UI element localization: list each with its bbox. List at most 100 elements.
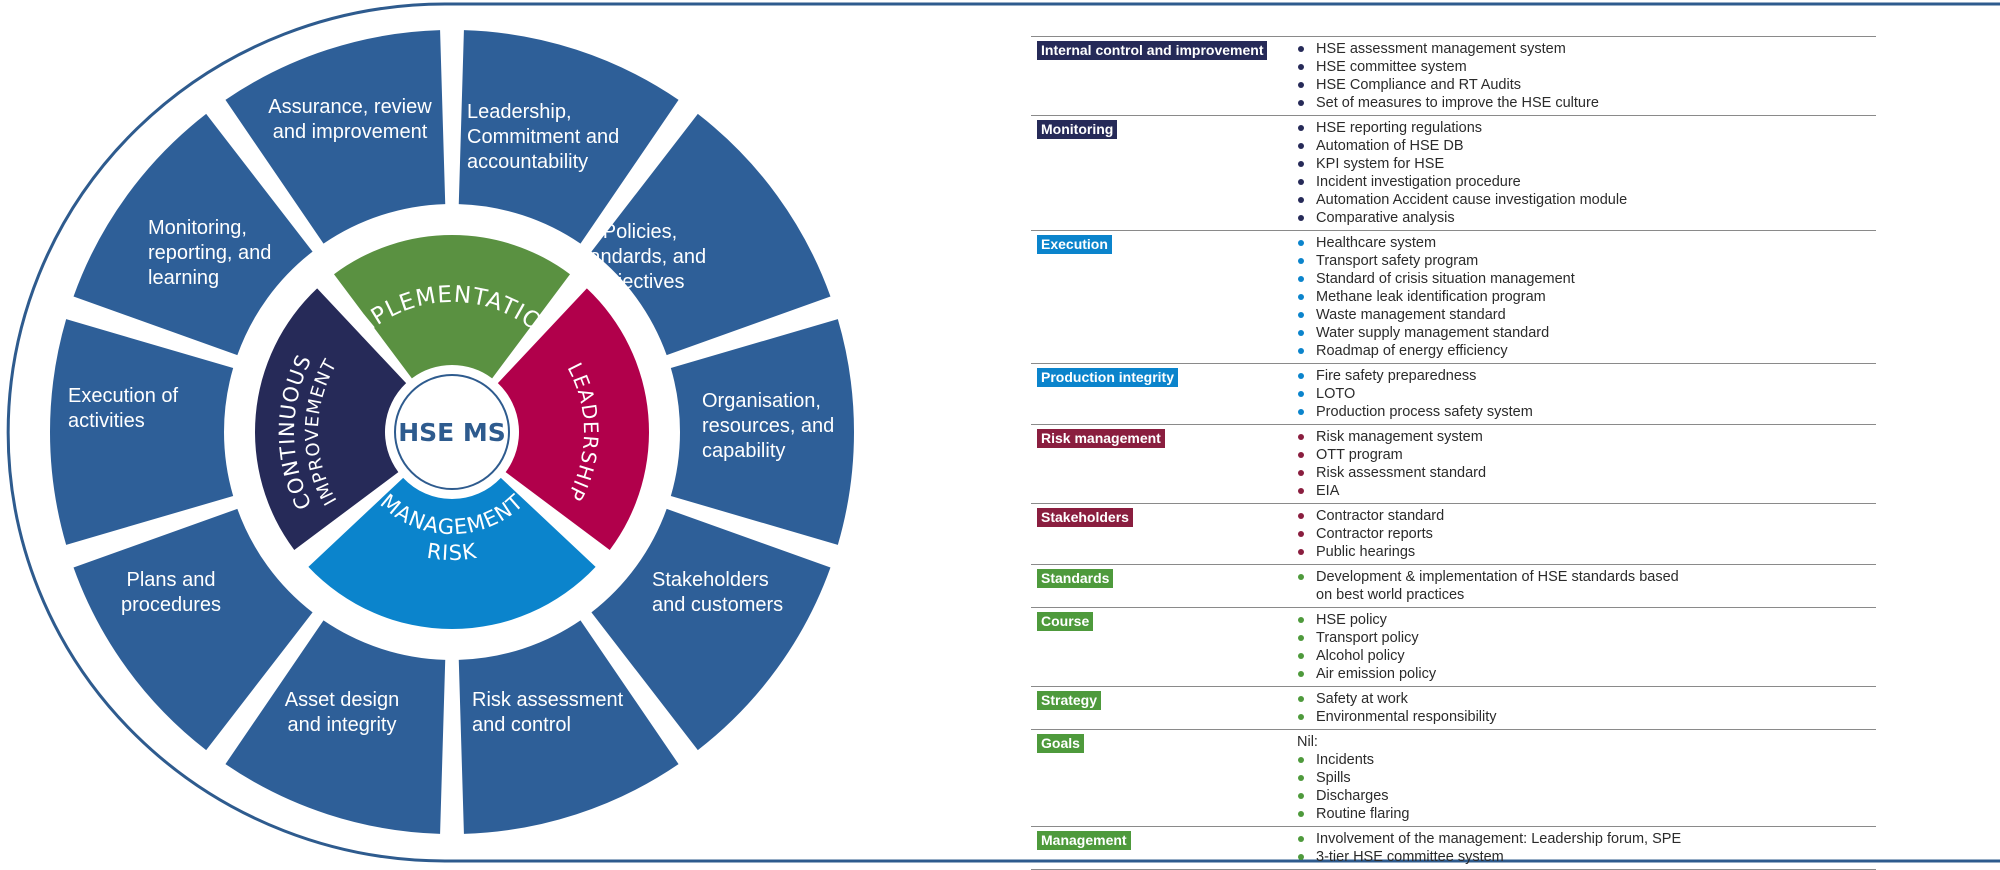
list-item: Water supply management standard: [1297, 324, 1876, 342]
hub-circle: [394, 374, 510, 490]
category-tag: Course: [1037, 612, 1094, 631]
list-item: Healthcare system: [1297, 234, 1876, 252]
list-item: Spills: [1297, 769, 1876, 787]
category-tag: Risk management: [1037, 429, 1165, 448]
list-item: 3-tier HSE committee system: [1297, 848, 1876, 866]
list-item: Contractor reports: [1297, 525, 1876, 543]
list-item: KPI system for HSE: [1297, 155, 1876, 173]
list-intro: Nil:: [1297, 734, 1318, 750]
list-item: HSE Compliance and RT Audits: [1297, 76, 1876, 94]
category-tag: Monitoring: [1037, 120, 1118, 139]
list-item: Environmental responsibility: [1297, 708, 1876, 726]
risk-management-label-line1: RISK: [425, 539, 478, 565]
list-item: Development & implementation of HSE stan…: [1297, 568, 1876, 586]
list-item: Incident investigation procedure: [1297, 173, 1876, 191]
hub-label: HSE MS: [398, 418, 506, 447]
list-item: Set of measures to improve the HSE cultu…: [1297, 94, 1876, 112]
outer-segment: [73, 113, 313, 356]
list-item: LOTO: [1297, 385, 1876, 403]
row-label-cell: Monitoring: [1031, 119, 1297, 227]
list-item: Comparative analysis: [1297, 209, 1876, 227]
list-item: Automation of HSE DB: [1297, 137, 1876, 155]
category-tag: Production integrity: [1037, 368, 1178, 387]
list-item: HSE reporting regulations: [1297, 119, 1876, 137]
list-item: Discharges: [1297, 787, 1876, 805]
outer-segment: [591, 113, 831, 356]
list-item: Risk assessment standard: [1297, 464, 1876, 482]
category-tag: Execution: [1037, 235, 1112, 254]
list-item: HSE committee system: [1297, 58, 1876, 76]
outer-segment: [670, 319, 855, 545]
row-label-cell: Goals: [1031, 733, 1297, 823]
list-item: Alcohol policy: [1297, 647, 1876, 665]
row-label-cell: Standards: [1031, 568, 1297, 604]
list-item: Standard of crisis situation management: [1297, 270, 1876, 288]
row-label-cell: Stakeholders: [1031, 507, 1297, 561]
outer-segment: [591, 508, 831, 751]
list-item: Contractor standard: [1297, 507, 1876, 525]
outer-segment: [49, 319, 234, 545]
item-list: Involvement of the management: Leadershi…: [1297, 830, 1876, 866]
row-label-cell: Management: [1031, 830, 1297, 866]
category-tag: Standards: [1037, 569, 1114, 588]
outer-ring: [49, 30, 855, 834]
outer-segment: [225, 30, 446, 244]
leadership-segment: [497, 288, 649, 551]
row-label-cell: Execution: [1031, 234, 1297, 360]
hse-ms-wheel: HSE MSIMPLEMENTATIONLEADERSHIPRISKMANAGE…: [0, 0, 855, 834]
list-item: Transport policy: [1297, 629, 1876, 647]
list-item: Methane leak identification program: [1297, 288, 1876, 306]
category-tag: Strategy: [1037, 691, 1102, 710]
outer-segment: [458, 620, 679, 834]
list-item: EIA: [1297, 482, 1876, 500]
row-label-cell: Risk management: [1031, 428, 1297, 500]
list-item: Roadmap of energy efficiency: [1297, 342, 1876, 360]
category-tag: Management: [1037, 831, 1131, 850]
list-item: OTT program: [1297, 446, 1876, 464]
inner-ring: [255, 234, 649, 629]
list-item: Incidents: [1297, 751, 1876, 769]
list-item: Automation Accident cause investigation …: [1297, 191, 1876, 209]
frame-line: [6, 2, 2000, 863]
list-item: Involvement of the management: Leadershi…: [1297, 830, 1876, 848]
row-label-cell: Internal control and improvement: [1031, 40, 1297, 112]
category-tag: Stakeholders: [1037, 508, 1133, 527]
list-item: Risk management system: [1297, 428, 1876, 446]
list-item: HSE assessment management system: [1297, 40, 1876, 58]
risk-management-segment: [308, 477, 596, 629]
implementation-segment: [333, 234, 571, 379]
outer-segment: [225, 620, 446, 834]
list-item-continuation: on best world practices: [1316, 587, 1465, 603]
list-item: Production process safety system: [1297, 403, 1876, 421]
table-row: Management Involvement of the management:…: [1031, 826, 1876, 870]
list-item: Public hearings: [1297, 543, 1876, 561]
row-label-cell: Production integrity: [1031, 367, 1297, 421]
list-item: Safety at work: [1297, 690, 1876, 708]
list-item: Waste management standard: [1297, 306, 1876, 324]
